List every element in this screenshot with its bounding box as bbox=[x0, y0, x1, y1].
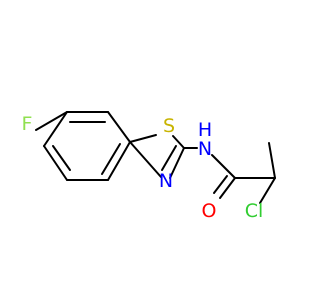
atom-labels: F S N H N O Cl bbox=[22, 113, 264, 222]
bonds bbox=[35, 111, 276, 204]
bond-c3a-n bbox=[129, 141, 162, 178]
bond-nh-co bbox=[211, 154, 236, 179]
bond-n-c2-inner bbox=[161, 145, 177, 171]
sulfur-atom-label: S bbox=[163, 115, 175, 137]
bond-s-c2 bbox=[172, 135, 185, 149]
fluorine-atom-label: F bbox=[22, 113, 33, 135]
oxygen-atom-label: O bbox=[202, 200, 217, 222]
bond-n-c2 bbox=[169, 147, 185, 179]
bond-c4-c5 bbox=[43, 145, 68, 181]
structure-canvas: F S N H N O Cl bbox=[21, 111, 276, 222]
chlorine-atom-label: Cl bbox=[245, 200, 264, 222]
amide-nitrogen-atom-label: N bbox=[198, 138, 212, 160]
bond-c7a-c3a-inner bbox=[101, 143, 121, 175]
ring-nitrogen-atom-label: N bbox=[159, 170, 173, 192]
bond-c4-c5-inner bbox=[52, 145, 71, 171]
bond-c3-c2 bbox=[35, 111, 68, 131]
bond-co-o bbox=[219, 177, 236, 199]
amide-hydrogen-atom-label: H bbox=[198, 119, 212, 141]
bond-c7a-c3a bbox=[107, 141, 131, 181]
bond-c1-c7a bbox=[107, 111, 131, 143]
bond-c7a-s bbox=[129, 134, 157, 143]
bond-ca-cl bbox=[259, 177, 276, 204]
bond-c5-c6 bbox=[43, 111, 68, 147]
bond-ca-me bbox=[268, 142, 276, 179]
molecule-diagram: F S N H N O Cl bbox=[22, 111, 276, 222]
bond-co-o-inner bbox=[213, 175, 228, 194]
